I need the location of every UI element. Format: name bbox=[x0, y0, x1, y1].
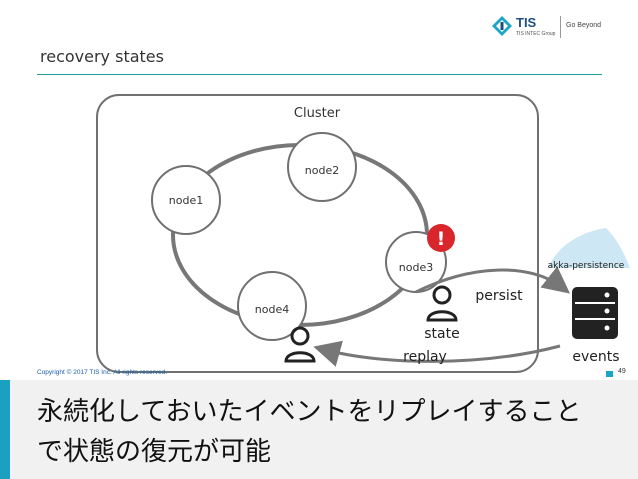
caption-line-2: で状態の復元が可能 bbox=[37, 437, 272, 467]
page-marker bbox=[606, 371, 613, 377]
logo-tagline: Go Beyond bbox=[566, 22, 602, 29]
node-2-label: node2 bbox=[305, 164, 339, 177]
caption-line-1: 永続化しておいたイベントをリプレイすること bbox=[37, 397, 582, 427]
store-label: akka-persistence bbox=[548, 261, 625, 271]
page-number: 49 bbox=[618, 368, 626, 375]
node-3-label: node3 bbox=[399, 261, 433, 274]
events-label: events bbox=[572, 349, 619, 365]
company-logo: TIS TIS INTEC Group Go Beyond bbox=[492, 14, 610, 44]
slide-title: recovery states bbox=[40, 47, 164, 66]
caption: 永続化しておいたイベントをリプレイすること で状態の復元が可能 bbox=[37, 392, 581, 472]
logo-subbrand: TIS INTEC Group bbox=[516, 31, 556, 37]
caption-accent-bar bbox=[0, 380, 10, 479]
node-4-label: node4 bbox=[255, 303, 289, 316]
cluster-diagram: Cluster node1 node2 node3 node4 ! bbox=[96, 94, 630, 373]
copyright-text: Copyright © 2017 TIS Inc. All rights res… bbox=[37, 369, 168, 376]
node-1-label: node1 bbox=[169, 194, 203, 207]
slide: TIS TIS INTEC Group Go Beyond recovery s… bbox=[37, 14, 630, 377]
node-4: node4 bbox=[237, 271, 307, 341]
cluster-box bbox=[96, 94, 539, 373]
state-label: state bbox=[424, 326, 459, 342]
replay-arrow bbox=[313, 340, 561, 367]
title-divider bbox=[37, 74, 602, 75]
caption-band bbox=[0, 380, 638, 479]
logo-brand: TIS bbox=[516, 15, 537, 30]
state-person-icon bbox=[426, 285, 458, 322]
logo-divider bbox=[560, 16, 561, 38]
node-1: node1 bbox=[151, 165, 221, 235]
svg-text:!: ! bbox=[437, 228, 446, 250]
persistence-cloud bbox=[548, 228, 630, 268]
persist-arrow bbox=[415, 266, 571, 294]
database-icon bbox=[572, 287, 618, 339]
tis-logo-icon bbox=[492, 16, 512, 36]
node-2: node2 bbox=[287, 132, 357, 202]
alert-icon: ! bbox=[427, 224, 455, 252]
cluster-label: Cluster bbox=[294, 106, 341, 121]
persist-label: persist bbox=[475, 288, 523, 304]
replay-label: replay bbox=[403, 349, 447, 365]
